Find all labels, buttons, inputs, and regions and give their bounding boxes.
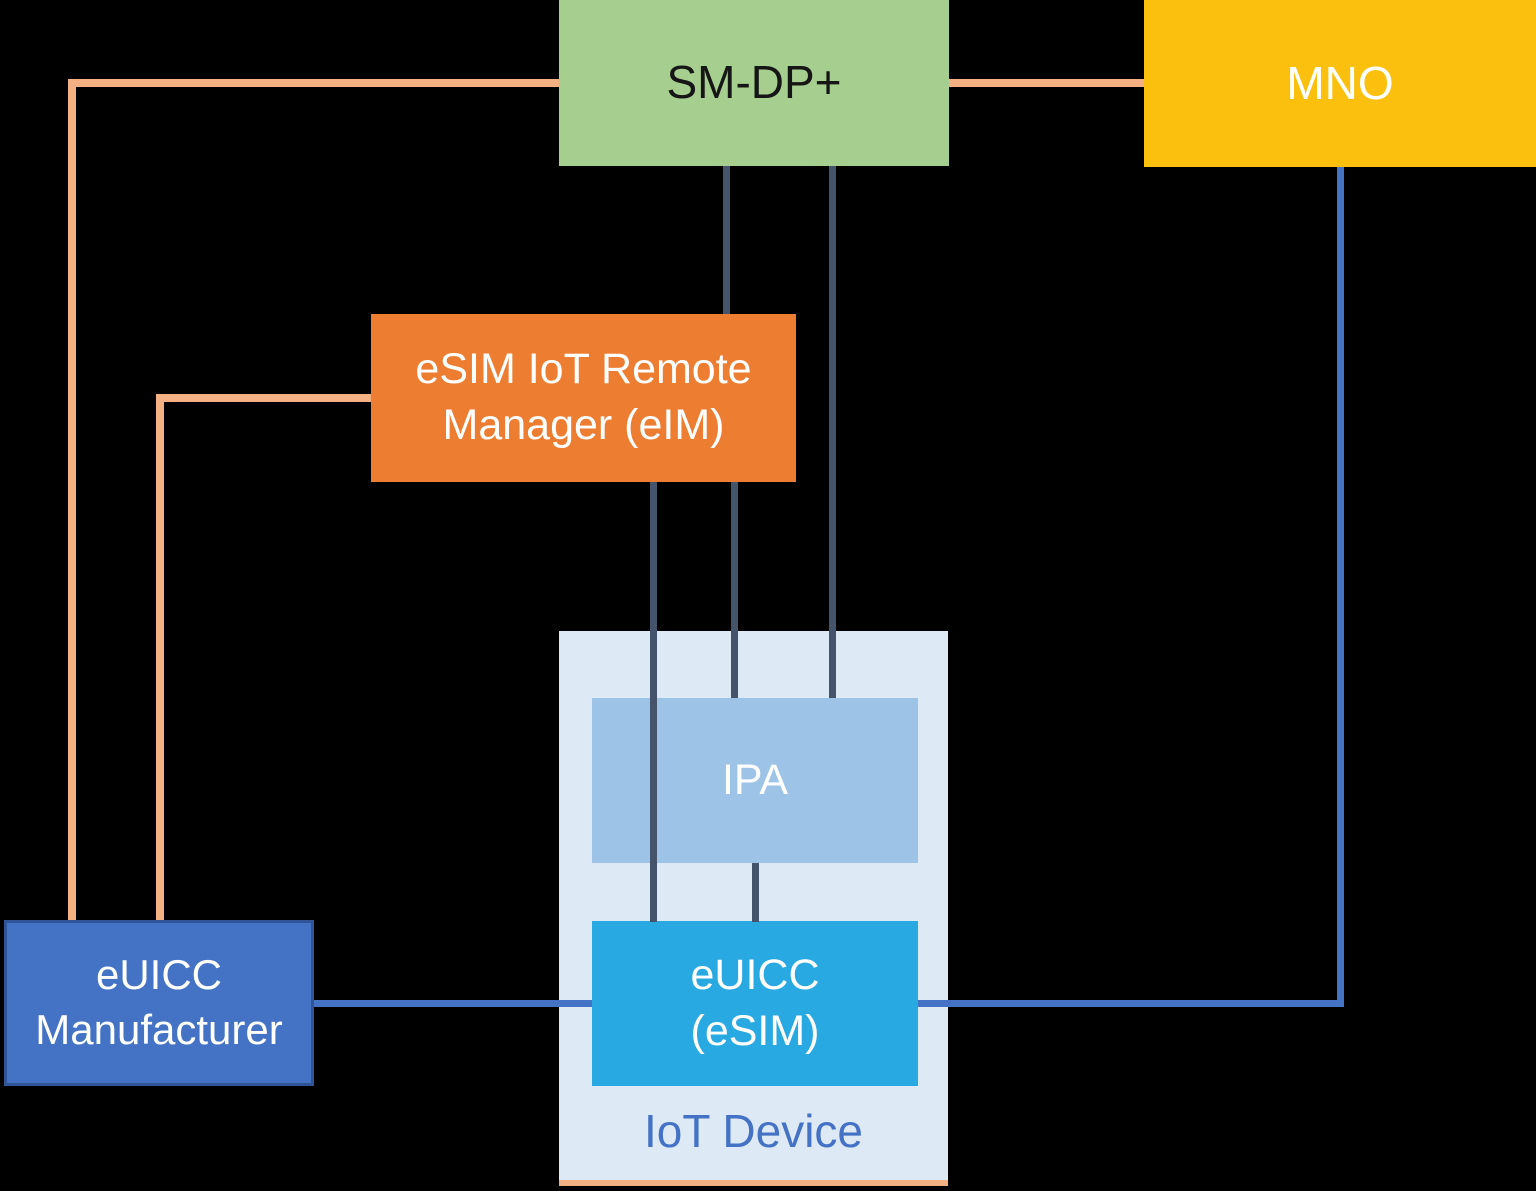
euicc-manufacturer-label: eUICC Manufacturer	[35, 951, 283, 1053]
mno-label: MNO	[1286, 56, 1394, 109]
connector-smdp-ipa	[829, 166, 836, 698]
euicc-esim-label: eUICC (eSIM)	[690, 950, 820, 1055]
connector-ipa-euicc	[752, 863, 759, 922]
connector-orange-bottom-segment	[559, 1180, 948, 1186]
connector-eum-eim-horizontal	[156, 394, 371, 402]
connector-mno-euicc-vertical	[1337, 166, 1344, 1007]
ipa-box: IPA	[592, 698, 918, 863]
connector-eum-smdp-vertical	[68, 79, 76, 920]
connector-eum-smdp-horizontal	[68, 79, 559, 87]
connector-eum-eim-vertical	[156, 394, 164, 920]
smdp-box: SM-DP+	[559, 0, 949, 166]
smdp-label: SM-DP+	[666, 56, 842, 109]
connector-smdp-eim	[723, 166, 730, 315]
connector-mno-euicc-horizontal	[918, 1000, 1344, 1007]
eim-label: eSIM IoT Remote Manager (eIM)	[415, 345, 752, 449]
connector-eim-euicc	[650, 482, 657, 922]
iot-device-label: IoT Device	[643, 1105, 864, 1158]
connector-eum-euicc	[313, 1000, 592, 1007]
ipa-label: IPA	[721, 755, 789, 804]
connector-smdp-mno	[948, 79, 1144, 87]
euicc-esim-box: eUICC (eSIM)	[592, 921, 918, 1086]
mno-box: MNO	[1144, 0, 1536, 167]
connector-eim-ipa	[731, 482, 738, 698]
eim-box: eSIM IoT Remote Manager (eIM)	[371, 314, 796, 482]
euicc-manufacturer-box: eUICC Manufacturer	[4, 920, 314, 1086]
